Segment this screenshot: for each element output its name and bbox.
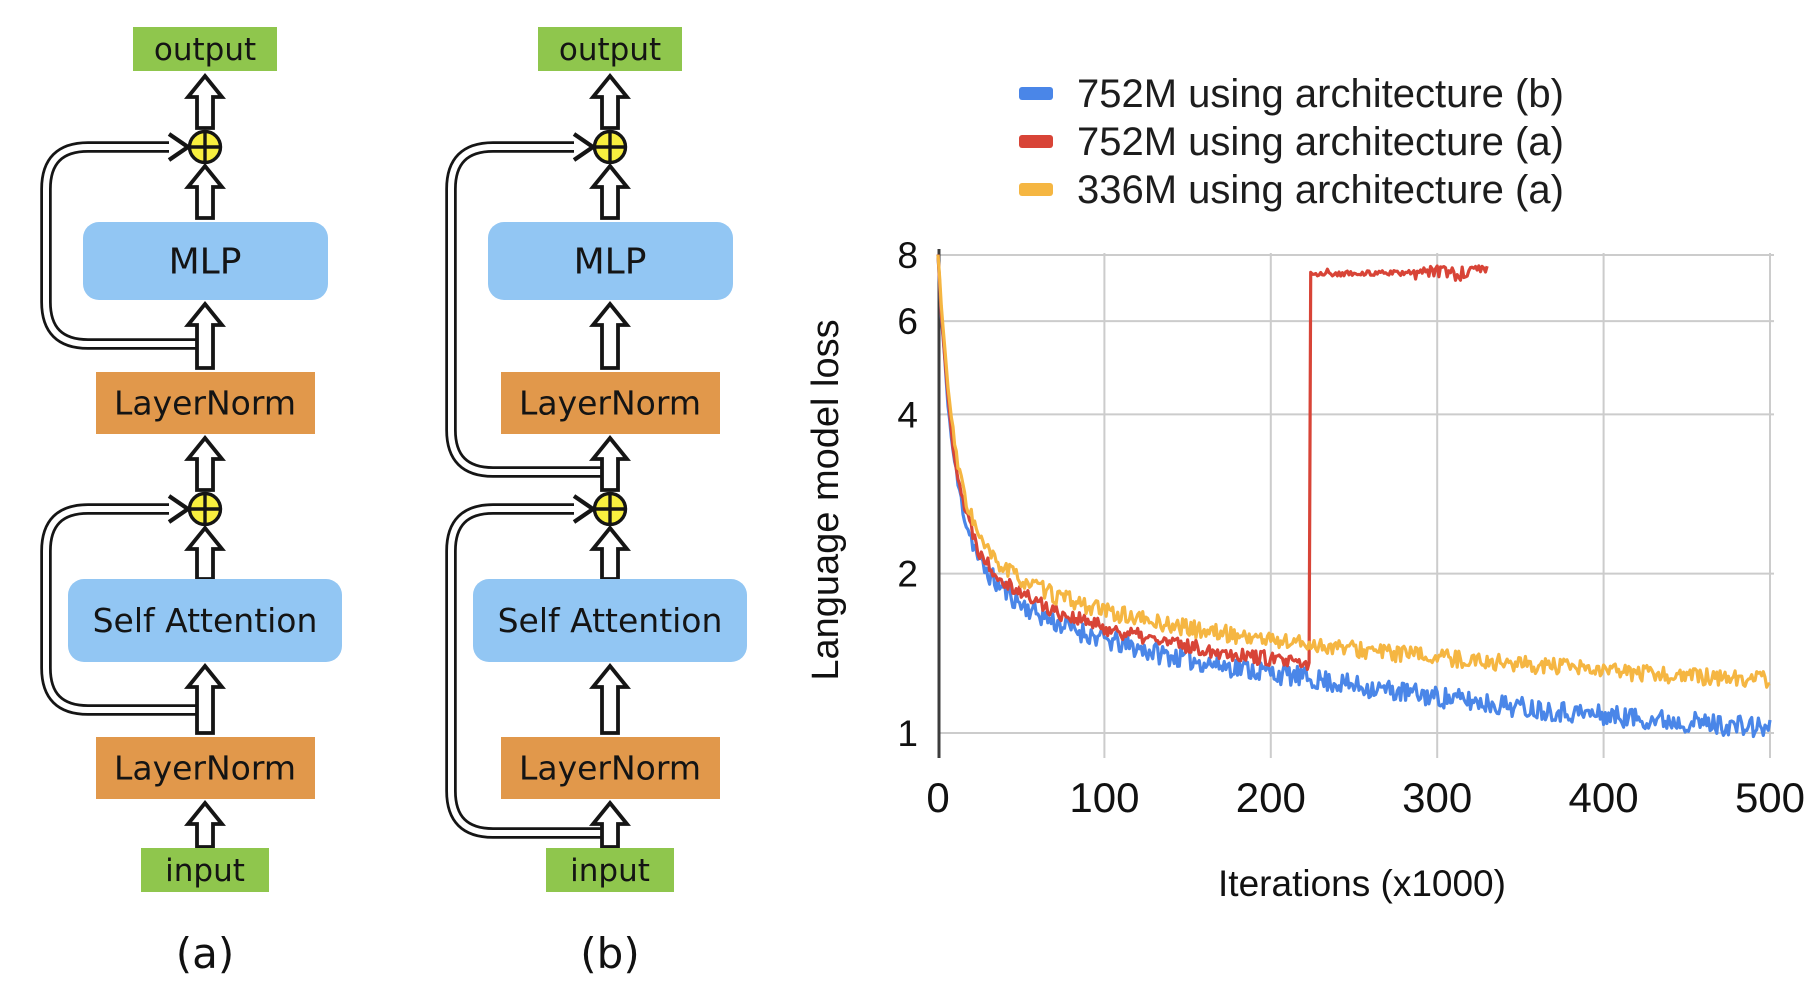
legend-item-336M-arch-a: 336M using architecture (a) <box>1019 168 1564 211</box>
layernorm-box <box>96 372 315 434</box>
x-axis-title: Iterations (x1000) <box>1218 863 1506 904</box>
input-box-label: input <box>165 853 245 889</box>
up-arrow-icon <box>184 300 226 370</box>
residual-connection-inner <box>43 144 199 347</box>
x-tick-label: 200 <box>1236 774 1306 821</box>
up-arrow-icon <box>589 434 631 492</box>
self-attention-box-label: Self Attention <box>93 601 318 640</box>
up-arrow-icon <box>184 799 226 849</box>
legend-swatch-blue <box>1019 87 1053 100</box>
mlp-box-label: MLP <box>574 242 647 283</box>
up-arrow-icon <box>184 434 226 492</box>
series-line-2 <box>936 254 1771 689</box>
legend-label: 752M using architecture (a) <box>1077 119 1564 164</box>
y-tick-label: 8 <box>897 235 918 276</box>
residual-connection-inner <box>448 144 604 475</box>
residual-connection-inner <box>448 506 604 836</box>
panel-caption: (b) <box>580 929 639 978</box>
y-axis-title: Language model loss <box>805 319 847 680</box>
up-arrow-icon <box>184 72 226 130</box>
input-box <box>141 848 269 892</box>
layernorm-box-label: LayerNorm <box>114 384 296 423</box>
layernorm-box-label: LayerNorm <box>519 749 701 788</box>
y-tick-label: 4 <box>897 394 918 435</box>
y-tick-label: 2 <box>897 554 918 595</box>
up-arrow-icon <box>589 662 631 735</box>
up-arrow-icon <box>184 662 226 735</box>
output-box-label: output <box>154 32 256 68</box>
self-attention-box <box>68 579 342 662</box>
residual-connection-inner <box>43 506 199 713</box>
arrowhead-icon <box>572 132 597 162</box>
input-box-label: input <box>570 853 650 889</box>
legend-label: 336M using architecture (a) <box>1077 167 1564 212</box>
x-tick-label: 100 <box>1069 774 1139 821</box>
up-arrow-icon <box>589 799 631 849</box>
chart-legend: 752M using architecture (b) 752M using a… <box>1019 72 1564 211</box>
output-box-label: output <box>559 32 661 68</box>
y-tick-label: 1 <box>897 713 918 754</box>
legend-item-752M-arch-b: 752M using architecture (b) <box>1019 72 1564 115</box>
output-box <box>538 27 682 71</box>
arrowhead-icon <box>167 494 192 524</box>
input-box <box>546 848 674 892</box>
layernorm-box <box>501 737 720 799</box>
self-attention-box <box>473 579 747 662</box>
up-arrow-icon <box>184 524 226 581</box>
legend-swatch-yellow <box>1019 183 1053 196</box>
series-line-1 <box>936 254 1489 671</box>
panel-caption: (a) <box>176 929 235 978</box>
self-attention-box-label: Self Attention <box>498 601 723 640</box>
mlp-box <box>488 222 733 300</box>
legend-item-752M-arch-a: 752M using architecture (a) <box>1019 120 1564 163</box>
y-tick-label: 6 <box>897 301 918 342</box>
x-tick-label: 0 <box>926 774 949 821</box>
layernorm-box <box>96 737 315 799</box>
output-box <box>133 27 277 71</box>
x-tick-label: 300 <box>1402 774 1472 821</box>
series-line-0 <box>936 254 1772 739</box>
arrowhead-icon <box>572 494 597 524</box>
up-arrow-icon <box>589 162 631 220</box>
mlp-box-label: MLP <box>169 242 242 283</box>
legend-label: 752M using architecture (b) <box>1077 71 1564 116</box>
mlp-box <box>83 222 328 300</box>
arrowhead-icon <box>167 132 192 162</box>
layernorm-box-label: LayerNorm <box>114 749 296 788</box>
up-arrow-icon <box>184 162 226 220</box>
layernorm-box <box>501 372 720 434</box>
up-arrow-icon <box>589 300 631 370</box>
up-arrow-icon <box>589 524 631 581</box>
x-tick-label: 400 <box>1569 774 1639 821</box>
x-tick-label: 500 <box>1735 774 1805 821</box>
layernorm-box-label: LayerNorm <box>519 384 701 423</box>
legend-swatch-red <box>1019 135 1053 148</box>
up-arrow-icon <box>589 72 631 130</box>
